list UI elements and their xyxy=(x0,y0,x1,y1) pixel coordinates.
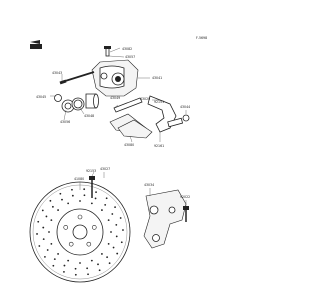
disc-bolt-hole xyxy=(68,241,74,247)
disc-drill-hole xyxy=(90,259,93,262)
brake-disc xyxy=(29,181,131,283)
disc-drill-hole xyxy=(71,194,74,197)
disc-drill-hole xyxy=(87,273,89,276)
disc-drill-hole xyxy=(50,219,53,222)
disc-drill-hole xyxy=(46,249,49,251)
boot xyxy=(54,94,62,102)
disc-drill-hole xyxy=(63,264,66,267)
callout-43044: 43044 xyxy=(180,105,190,109)
disc-bolt-hole xyxy=(86,241,92,247)
callout-43043: 43043 xyxy=(52,71,62,75)
disc-drill-hole xyxy=(83,194,86,197)
disc-drill-hole xyxy=(74,267,77,270)
disc-drill-hole xyxy=(57,253,59,255)
disc-drill-hole xyxy=(44,255,46,258)
disc-drill-hole xyxy=(74,273,77,276)
disc-drill-hole xyxy=(63,270,65,273)
callout-43041: 43041 xyxy=(152,76,162,80)
disc-drill-hole xyxy=(57,209,59,211)
disc-drill-hole xyxy=(112,246,115,249)
disc-drill-hole xyxy=(71,188,73,191)
callout-43048: 43048 xyxy=(84,114,94,118)
disc-drill-hole xyxy=(115,223,118,226)
disc-drill-hole xyxy=(49,199,52,202)
disc-drill-hole xyxy=(59,192,62,195)
callout-43049: 43049 xyxy=(110,96,120,100)
disc-drill-hole xyxy=(107,219,110,222)
disc-drill-hole xyxy=(120,241,123,244)
disc-drill-hole xyxy=(90,202,93,205)
disc-drill-hole xyxy=(115,235,118,238)
disc-drill-hole xyxy=(101,209,103,211)
disc-drill-hole xyxy=(67,259,70,262)
callout-43082: 43082 xyxy=(122,47,132,51)
caliper-bracket xyxy=(147,95,190,133)
disc-drill-hole xyxy=(61,198,63,201)
disc-bolt-hole xyxy=(91,225,97,230)
disc-drill-hole xyxy=(51,205,54,208)
disc-drill-hole xyxy=(53,258,56,261)
disc-bolt-hole xyxy=(63,225,69,230)
piston-seal-set xyxy=(61,93,99,113)
callout-92151: 92151 xyxy=(154,100,164,104)
disc-drill-hole xyxy=(45,215,48,218)
callout-92161: 92161 xyxy=(154,144,164,148)
caliper-body xyxy=(91,59,139,97)
diagram-code: F-5698 xyxy=(196,36,207,40)
callout-43020: 43020 xyxy=(140,97,150,101)
brake-pads xyxy=(109,113,153,139)
disc-bolt xyxy=(89,176,95,198)
callout-43045: 43045 xyxy=(36,95,46,99)
pad-spring xyxy=(113,97,143,113)
disc-drill-hole xyxy=(110,231,112,233)
callout-43034: 43034 xyxy=(144,183,154,187)
caliper-mounting-bracket xyxy=(143,189,187,249)
disc-drill-hole xyxy=(38,245,41,247)
disc-drill-hole xyxy=(101,253,103,255)
disc-drill-hole xyxy=(114,206,116,209)
disc-drill-hole xyxy=(111,213,114,215)
disc-drill-hole xyxy=(106,256,109,259)
disc-drill-hole xyxy=(107,242,110,245)
disc-drill-hole xyxy=(41,209,44,212)
disc-drill-hole xyxy=(37,220,40,223)
callout-92153: 92153 xyxy=(86,169,96,173)
disc-drill-hole xyxy=(42,238,45,241)
disc-drill-hole xyxy=(79,262,81,264)
disc-drill-hole xyxy=(52,264,55,267)
bleed-valve xyxy=(104,46,111,57)
callout-43027: 43027 xyxy=(100,167,110,171)
front-arrow-icon xyxy=(30,40,42,49)
disc-drill-hole xyxy=(42,226,45,229)
disc-drill-hole xyxy=(98,269,101,272)
disc-drill-hole xyxy=(79,200,81,202)
disc-drill-hole xyxy=(119,217,122,219)
disc-drill-hole xyxy=(86,267,89,270)
disc-drill-hole xyxy=(94,197,97,200)
callout-92022: 92022 xyxy=(180,195,190,199)
callout-43057: 43057 xyxy=(125,55,135,59)
disc-drill-hole xyxy=(105,197,108,200)
callout-43056: 43056 xyxy=(60,120,70,124)
disc-drill-hole xyxy=(67,202,70,205)
disc-drill-hole xyxy=(122,229,124,231)
disc-drill-hole xyxy=(48,231,50,233)
callout-labels: 43082 43057 43043 43045 43048 43056 4304… xyxy=(36,47,190,199)
disc-drill-hole xyxy=(108,262,111,265)
pin-bolt xyxy=(59,71,95,85)
leader-lines xyxy=(50,47,187,206)
disc-drill-hole xyxy=(95,191,97,194)
bracket-bolt xyxy=(183,206,189,222)
disc-bolt-hole xyxy=(77,214,83,220)
disc-drill-hole xyxy=(116,252,119,255)
disc-drill-hole xyxy=(50,242,53,245)
callout-43080: 43080 xyxy=(124,143,134,147)
disc-drill-hole xyxy=(97,263,99,266)
disc-drill-hole xyxy=(83,188,86,191)
parts-exploded-diagram: F-5698 xyxy=(29,36,207,283)
disc-drill-hole xyxy=(36,233,38,235)
callout-41080: 41080 xyxy=(74,177,84,181)
disc-drill-hole xyxy=(104,203,107,206)
